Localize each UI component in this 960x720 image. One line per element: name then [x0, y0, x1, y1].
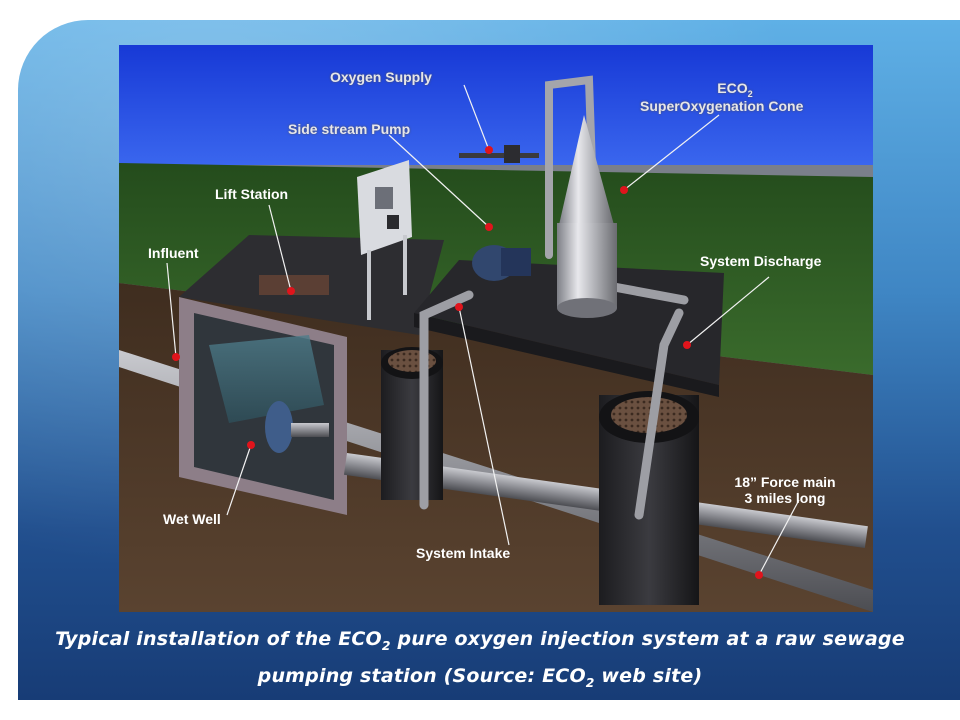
label-force-main: 18” Force main 3 miles long	[723, 474, 847, 506]
intake-well-grate	[388, 350, 436, 372]
cone-outlet-pipe	[609, 282, 689, 305]
cone-base	[557, 223, 617, 308]
lift-station-hatch	[259, 275, 329, 295]
wet-well-water	[209, 335, 324, 423]
eco2-installation-diagram	[119, 45, 873, 612]
leader-lines	[166, 84, 800, 576]
control-panel-display	[375, 187, 393, 209]
caption-part3: web site)	[594, 664, 703, 687]
superoxygenation-cone	[559, 115, 614, 225]
label-superoxygenation-cone: SuperOxygenation Cone	[640, 98, 804, 114]
discharge-well-grate	[611, 397, 687, 433]
oxygen-valve	[504, 145, 520, 163]
label-eco2-text: ECO	[717, 80, 748, 96]
control-panel-buttons	[387, 215, 399, 229]
label-eco2-sub: 2	[747, 88, 753, 99]
label-system-discharge: System Discharge	[700, 253, 822, 269]
equipment-pad-edge	[414, 313, 719, 397]
label-lift-station: Lift Station	[215, 186, 289, 202]
caption-part2: pure oxygen injection system at a raw se…	[257, 628, 905, 687]
caption-sub2: 2	[585, 675, 595, 690]
cone-base-bottom	[557, 298, 617, 318]
intake-pipe	[419, 290, 474, 510]
wet-well-discharge-pipe	[291, 423, 329, 437]
label-influent: Influent	[148, 245, 199, 261]
control-panel-leg-left	[367, 250, 371, 320]
label-eco2: ECO2	[640, 80, 830, 102]
label-wet-well: Wet Well	[163, 511, 221, 527]
pump-motor	[501, 248, 531, 276]
diagram-illustration	[119, 45, 873, 612]
caption-sub1: 2	[381, 638, 391, 653]
submersible-pump	[265, 401, 293, 453]
label-system-intake: System Intake	[416, 545, 511, 561]
control-panel-leg-right	[403, 235, 407, 295]
sky	[119, 45, 873, 165]
discharge-pipe	[634, 308, 684, 520]
oxygen-supply-line	[459, 153, 539, 158]
label-force-main-line1: 18” Force main	[734, 474, 836, 490]
label-force-main-line2: 3 miles long	[744, 490, 826, 506]
slide-caption: Typical installation of the ECO2 pure ox…	[30, 624, 930, 698]
label-side-stream-pump: Side stream Pump	[288, 121, 411, 137]
leader-dots	[172, 146, 763, 579]
label-oxygen-supply: Oxygen Supply	[330, 69, 432, 85]
caption-part1: Typical installation of the ECO	[55, 628, 382, 650]
